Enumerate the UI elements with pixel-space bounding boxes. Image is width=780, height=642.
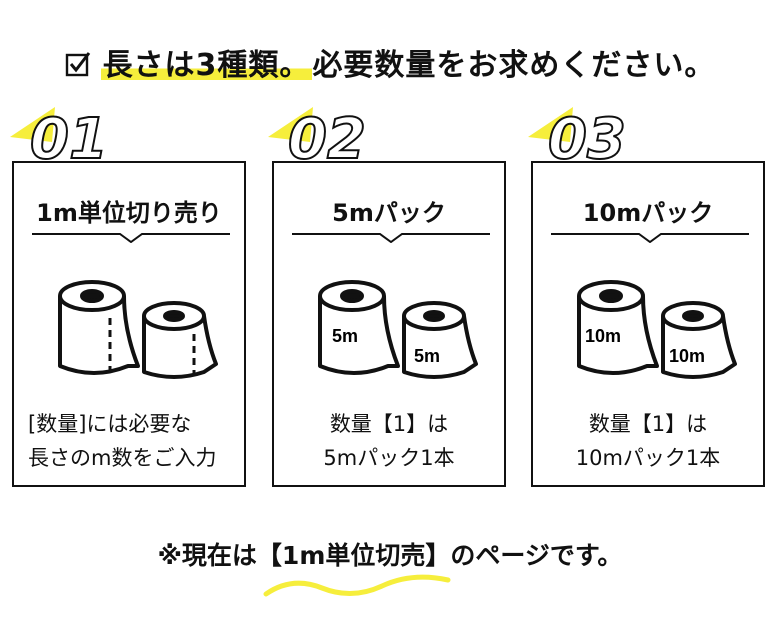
headline: 長さは3種類。必要数量をお求めください。 [0,40,780,84]
card-per-meter: 1m単位切り売り [数量]には必要な 長さのm数をご入力 [12,161,246,487]
checkbox-icon [65,52,90,77]
card-description: 数量【1】は 10mパック1本 [533,407,763,475]
note-suffix: のページです。 [450,541,623,570]
desc-line-2: 5mパック1本 [323,446,455,470]
headline-highlight: 長さは3種類。 [100,48,313,83]
badge-01: 01 [10,106,109,162]
divider-arrow [292,233,490,243]
divider-arrow [551,233,749,243]
desc-line-2: 長さのm数をご入力 [28,446,217,470]
desc-line-1: 数量【1】は [329,412,449,436]
desc-line-1: [数量]には必要な [28,412,192,436]
headline-rest: 必要数量をお求めください。 [312,48,716,83]
badge-03: 03 [528,106,627,162]
roll-big-label: 10m [585,326,621,346]
roll-icon: 10m 10m [577,280,737,379]
roll-small-label: 5m [414,346,440,366]
note-emphasis: 【1m単位切売】 [256,541,451,570]
card-title: 1m単位切り売り [36,199,222,227]
desc-line-1: 数量【1】は [588,412,708,436]
roll-big-label: 5m [332,326,358,346]
card-10m-pack: 10mパック 10m 10m 数量【1】は 10mパック1本 [531,161,765,487]
squiggle-underline [263,574,451,597]
card-title: 10mパック [582,199,714,227]
current-page-note: ※現在は【1m単位切売】のページです。 [0,536,780,572]
card-5m-pack: 5mパック 5m 5m 数量【1】は 5mパック1本 [272,161,506,487]
card-description: [数量]には必要な 長さのm数をご入力 [28,407,258,475]
card-number: 02 [288,107,366,162]
roll-small-label: 10m [669,346,705,366]
card-title: 5mパック [332,199,446,227]
badge-02: 02 [268,106,367,162]
roll-icon: 5m 5m [318,280,478,379]
card-number: 01 [30,107,108,162]
card-description: 数量【1】は 5mパック1本 [274,407,504,475]
card-number: 03 [548,107,626,162]
roll-icon [58,280,218,379]
card-number-badges: 01 02 03 [10,106,627,162]
divider-arrow [32,233,230,243]
note-prefix: ※現在は [157,541,257,570]
desc-line-2: 10mパック1本 [575,446,721,470]
